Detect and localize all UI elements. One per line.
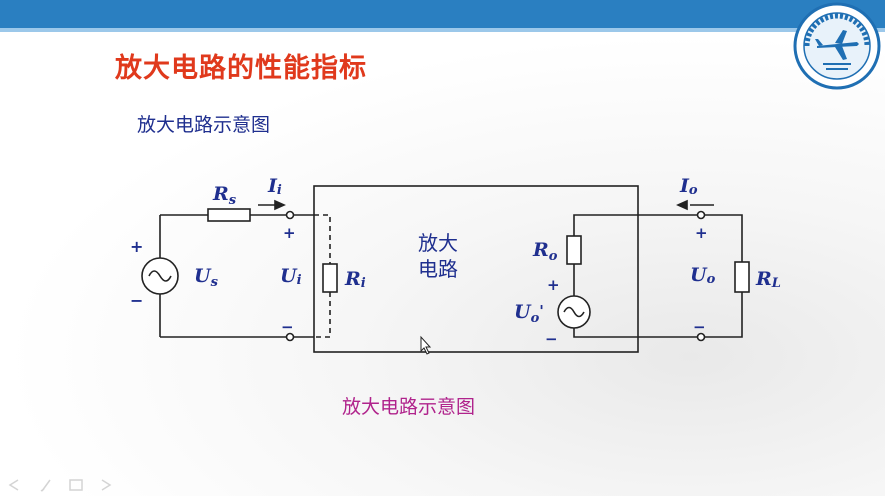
ac-wave-icon-2 — [563, 306, 585, 318]
label-io: Io — [679, 175, 698, 198]
label-rl: RL — [755, 268, 781, 291]
pen-icon[interactable] — [40, 479, 51, 492]
prev-icon[interactable] — [8, 479, 19, 491]
amplifier-box — [313, 185, 639, 353]
terminal-in-bottom — [285, 332, 295, 342]
wire-load — [705, 214, 743, 338]
minus-us: − — [130, 291, 143, 310]
slide-subtitle: 放大电路示意图 — [137, 114, 271, 136]
amplifier-label-line1: 放大 — [418, 231, 458, 255]
plus-us: + — [130, 237, 143, 256]
ac-wave-icon — [148, 270, 172, 282]
minus-ui: − — [281, 318, 294, 336]
label-us: Us — [194, 265, 219, 290]
slideshow-controls — [8, 479, 112, 492]
plus-uo: + — [695, 224, 708, 242]
label-ii: Ii — [267, 175, 282, 198]
label-ui: Ui — [280, 265, 302, 288]
next-icon[interactable] — [101, 479, 112, 491]
arrow-ii — [258, 199, 286, 211]
amplifier-label-line2: 电路 — [418, 257, 458, 281]
resistor-rl — [734, 261, 750, 293]
wire-output-internal — [573, 214, 638, 338]
ri-branch-dashed — [314, 214, 331, 338]
slide-title: 放大电路的性能指标 — [115, 53, 367, 84]
label-ro: Ro — [532, 239, 558, 264]
minus-uo-src: − — [545, 330, 558, 348]
plus-ui: + — [283, 224, 296, 242]
university-logo — [793, 2, 881, 90]
mouse-cursor-icon — [420, 335, 432, 355]
label-ri: Ri — [344, 268, 366, 291]
resistor-rs — [207, 208, 251, 222]
resistor-ri — [322, 263, 338, 293]
label-uo-src: Uo' — [514, 301, 544, 326]
menu-icon[interactable] — [69, 479, 83, 491]
arrow-io — [676, 199, 714, 211]
plus-uo-src: + — [547, 276, 560, 294]
terminal-out-bottom — [696, 332, 706, 342]
terminal-in-top — [285, 210, 295, 220]
resistor-ro — [566, 235, 582, 265]
top-bar — [0, 0, 885, 28]
diagram-caption: 放大电路示意图 — [342, 396, 476, 418]
minus-uo: − — [693, 318, 706, 336]
label-uo: Uo — [690, 264, 716, 287]
terminal-out-top — [696, 210, 706, 220]
top-bar-stripe — [0, 28, 885, 32]
label-rs: Rs — [212, 183, 237, 208]
airplane-icon — [815, 30, 859, 60]
